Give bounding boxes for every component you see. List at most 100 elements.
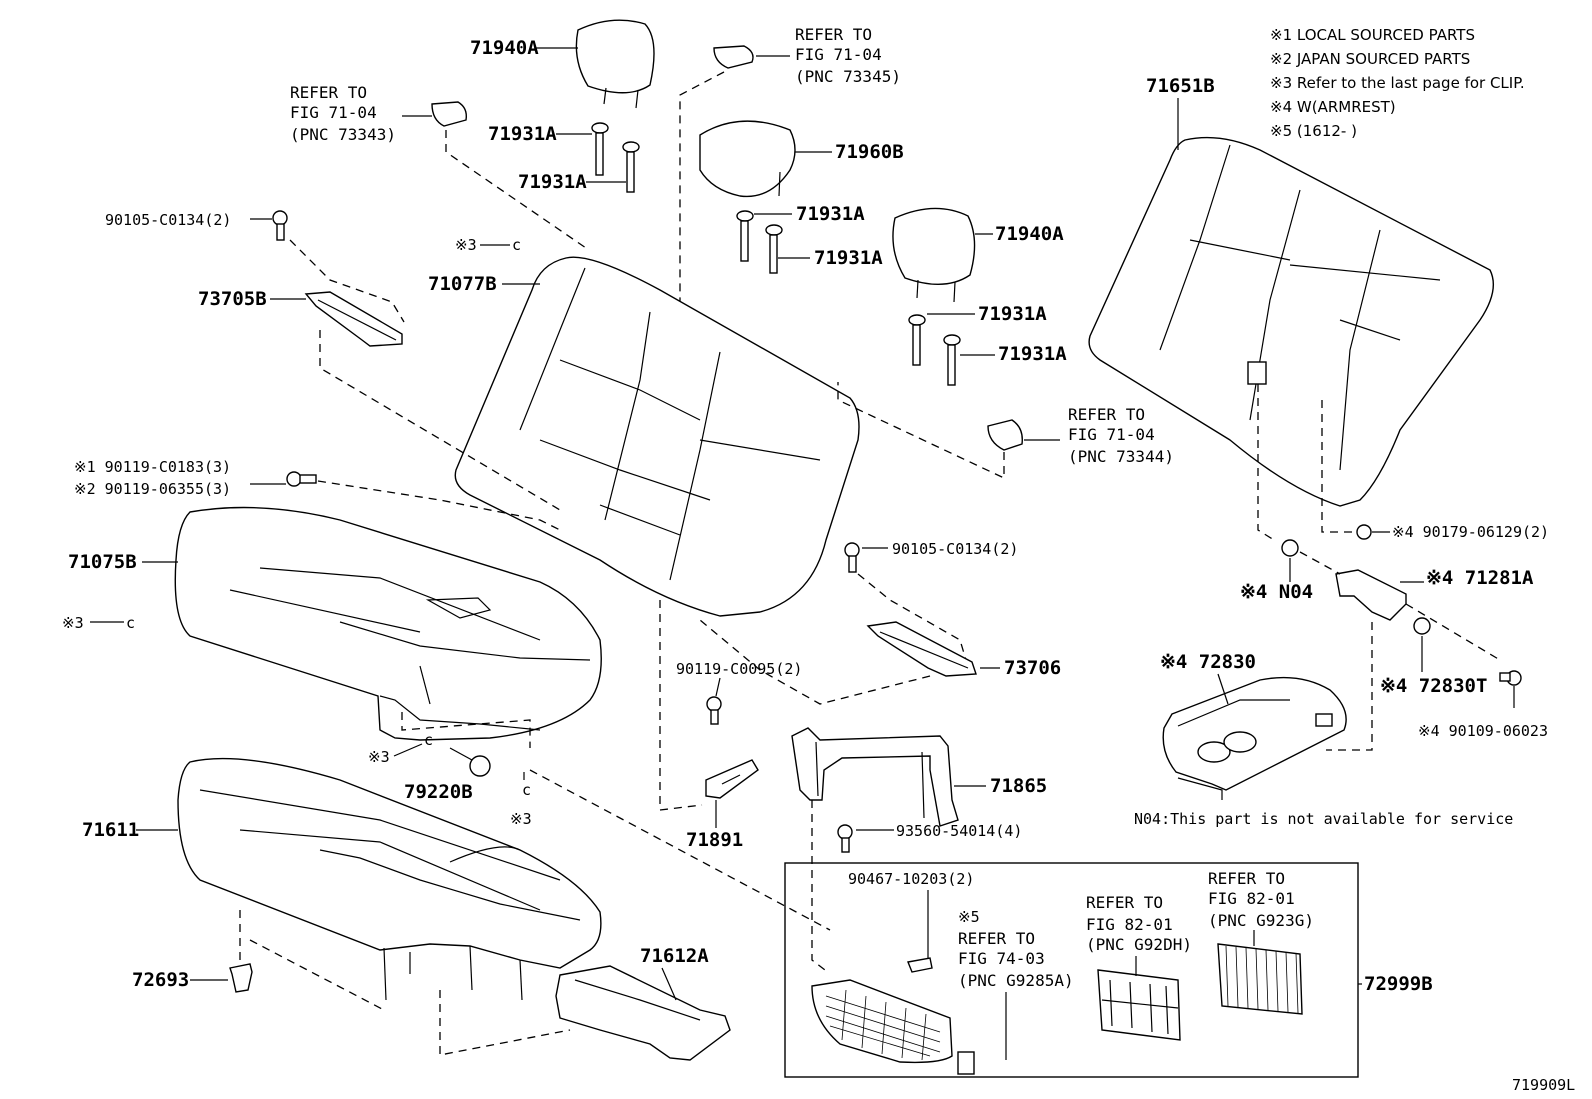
bracket-71281A[interactable] <box>1335 569 1407 621</box>
label-71865: 71865 <box>990 775 1047 797</box>
refer-G92DH[interactable]: REFER TO FIG 82-01 (PNC G92DH) <box>1086 893 1192 954</box>
ref-73343-line2: FIG 71-04 <box>290 103 377 122</box>
bolt-90105-left[interactable] <box>272 210 288 241</box>
hinge-73706[interactable] <box>866 621 977 677</box>
headrest-71940A-top[interactable] <box>575 19 655 109</box>
ref-73343-line1: REFER TO <box>290 83 367 102</box>
speaker-cover-G9285A <box>957 1051 975 1075</box>
label-71940A-right: 71940A <box>995 223 1064 245</box>
label-71611: 71611 <box>82 819 139 841</box>
note-local-sourced: ※1 LOCAL SOURCED PARTS <box>1270 26 1475 44</box>
ref-G923G-line3: (PNC G923G) <box>1208 911 1314 930</box>
console-frame-71865[interactable] <box>791 727 959 827</box>
tray-71612A[interactable] <box>555 965 731 1061</box>
label-clip-4: ※3 <box>510 810 532 828</box>
button-79220B[interactable] <box>449 747 491 777</box>
grommet-N04[interactable] <box>1281 539 1299 557</box>
headrest-guide-pin-3[interactable] <box>736 210 754 262</box>
bolt-90105-right[interactable] <box>844 542 860 573</box>
footnote-N04: N04:This part is not available for servi… <box>1134 810 1513 828</box>
label-72830: ※4 72830 <box>1160 651 1256 673</box>
label-71931A-6: 71931A <box>998 343 1067 365</box>
label-star5: ※5 <box>958 908 980 926</box>
headrest-support-73345-icon <box>713 45 754 69</box>
seatback-71077B[interactable] <box>454 256 860 617</box>
panel-G92DH[interactable] <box>1097 969 1181 1041</box>
armrest-72830[interactable] <box>1162 676 1347 800</box>
note-date-range: ※5 (1612- ) <box>1270 122 1357 140</box>
label-90467: 90467-10203(2) <box>848 870 974 888</box>
label-90105-left: 90105-C0134(2) <box>105 211 231 229</box>
note-armrest: ※4 W(ARMREST) <box>1270 98 1396 116</box>
hinge-73705B[interactable] <box>304 291 403 347</box>
label-71651B: 71651B <box>1146 75 1215 97</box>
headrest-guide-pin-2[interactable] <box>622 141 640 193</box>
nut-90179[interactable] <box>1356 524 1372 540</box>
clip-glyph-1: c <box>512 236 521 254</box>
label-90105-right: 90105-C0134(2) <box>892 540 1018 558</box>
refer-73345[interactable]: REFER TO FIG 71-04 (PNC 73345) <box>795 25 901 86</box>
note-clip: ※3 Refer to the last page for CLIP. <box>1270 74 1525 92</box>
grille-panel[interactable] <box>811 979 953 1064</box>
label-73705B: 73705B <box>198 288 267 310</box>
ref-73344-line2: FIG 71-04 <box>1068 425 1155 444</box>
ref-G9285A-line2: FIG 74-03 <box>958 949 1045 968</box>
bolt-90119[interactable] <box>286 471 317 487</box>
label-clip-3: ※3 <box>368 748 390 766</box>
notes-block: ※1 LOCAL SOURCED PARTS ※2 JAPAN SOURCED … <box>1270 26 1525 140</box>
headrest-guide-pin-1[interactable] <box>591 122 609 176</box>
label-71891: 71891 <box>686 829 743 851</box>
label-72830T: ※4 72830T <box>1380 675 1487 697</box>
headrest-support-73344-icon <box>987 419 1023 451</box>
clip-glyph-3: c <box>424 731 433 749</box>
label-93560: 93560-54014(4) <box>896 822 1022 840</box>
refer-G923G[interactable]: REFER TO FIG 82-01 (PNC G923G) <box>1208 869 1314 930</box>
ref-G9285A-line1: REFER TO <box>958 929 1035 948</box>
refer-G9285A[interactable]: REFER TO FIG 74-03 (PNC G9285A) <box>958 929 1074 990</box>
clip-72693[interactable] <box>229 963 253 993</box>
label-90119-C0095: 90119-C0095(2) <box>676 660 802 678</box>
headrest-71960B-center[interactable] <box>699 120 796 198</box>
clip-glyph-2: c <box>126 614 135 632</box>
label-clip-2: ※3 <box>62 614 84 632</box>
seat-cushion-pad-71611[interactable] <box>177 757 602 1001</box>
panel-G923G[interactable] <box>1217 943 1303 1015</box>
screw-90109[interactable] <box>1499 670 1522 686</box>
bolt-90119-C0095[interactable] <box>706 696 722 725</box>
clip-90467[interactable] <box>907 957 933 973</box>
nut-72830T[interactable] <box>1413 617 1431 635</box>
label-71960B: 71960B <box>835 141 904 163</box>
seatback-71651B[interactable] <box>1088 136 1494 507</box>
label-71281A: ※4 71281A <box>1426 567 1534 589</box>
label-73706: 73706 <box>1004 657 1061 679</box>
seat-cushion-71075B[interactable] <box>174 506 602 741</box>
ref-73344-line1: REFER TO <box>1068 405 1145 424</box>
note-japan-sourced: ※2 JAPAN SOURCED PARTS <box>1270 50 1470 68</box>
headrest-71940A-right[interactable] <box>892 207 976 303</box>
refer-73344[interactable]: REFER TO FIG 71-04 (PNC 73344) <box>1068 405 1174 466</box>
label-79220B: 79220B <box>404 781 473 803</box>
label-71077B: 71077B <box>428 273 497 295</box>
label-71931A-4: 71931A <box>814 247 883 269</box>
ref-73344-line3: (PNC 73344) <box>1068 447 1174 466</box>
label-71931A-1: 71931A <box>488 123 557 145</box>
headrest-guide-pin-6[interactable] <box>943 334 961 386</box>
label-72693: 72693 <box>132 969 189 991</box>
ref-73345-line1: REFER TO <box>795 25 872 44</box>
ref-G92DH-line2: FIG 82-01 <box>1086 915 1173 934</box>
headrest-guide-pin-4[interactable] <box>765 224 783 274</box>
label-90119-C0183: ※1 90119-C0183(3) <box>74 458 231 476</box>
ref-G92DH-line3: (PNC G92DH) <box>1086 935 1192 954</box>
label-71940A-top: 71940A <box>470 37 539 59</box>
headrest-support-73343-icon <box>431 101 468 127</box>
refer-73343[interactable]: REFER TO FIG 71-04 (PNC 73343) <box>290 83 396 144</box>
screw-93560[interactable] <box>837 824 853 853</box>
label-90179: ※4 90179-06129(2) <box>1392 523 1549 541</box>
bracket-71891[interactable] <box>705 759 759 799</box>
label-clip-1: ※3 <box>455 236 477 254</box>
clip-glyph-4: c <box>522 781 531 799</box>
label-71075B: 71075B <box>68 551 137 573</box>
headrest-guide-pin-5[interactable] <box>908 314 926 366</box>
label-71612A: 71612A <box>640 945 709 967</box>
